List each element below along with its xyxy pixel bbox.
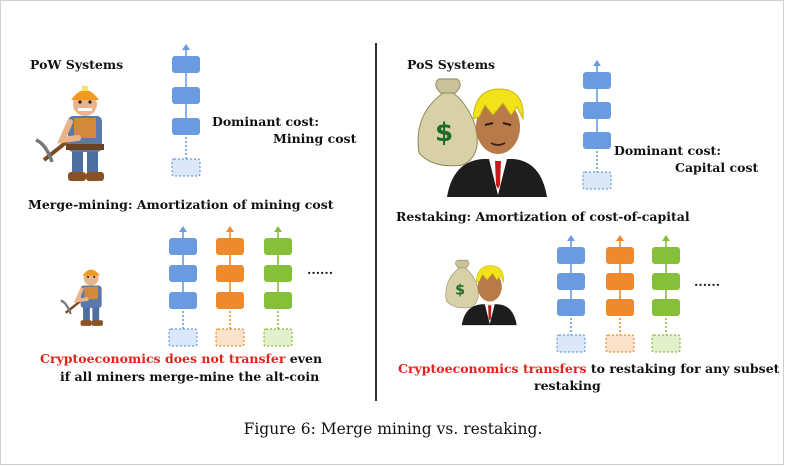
block bbox=[583, 132, 611, 149]
pos-main-chain bbox=[582, 60, 612, 190]
left-ellipsis: ...... bbox=[307, 262, 334, 277]
block bbox=[652, 273, 680, 290]
merge-mining-subheading: Merge-mining: Amortization of mining cos… bbox=[28, 197, 334, 212]
panel-divider bbox=[375, 43, 377, 401]
block bbox=[264, 238, 292, 255]
chain-arrow-tip bbox=[662, 235, 670, 241]
figure-caption: Figure 6: Merge mining vs. restaking. bbox=[243, 420, 543, 438]
pos-cost-value: Capital cost bbox=[675, 160, 759, 175]
pending-block bbox=[168, 328, 198, 347]
pos-heading: PoS Systems bbox=[407, 57, 496, 72]
pow-conclusion-highlight: Cryptoeconomics does not transfer bbox=[40, 351, 286, 366]
pending-block bbox=[171, 158, 201, 177]
chain-arrow-tip bbox=[616, 235, 624, 241]
svg-text:$: $ bbox=[455, 282, 465, 298]
restake-chain-blue bbox=[556, 235, 586, 353]
chain-arrow-tip bbox=[567, 235, 575, 241]
merge-chain-orange bbox=[215, 226, 245, 347]
pow-conclusion-rest: even bbox=[285, 351, 323, 366]
pos-cost-label: Dominant cost: bbox=[614, 143, 721, 158]
restake-chain-green bbox=[651, 235, 681, 353]
pending-block bbox=[651, 334, 681, 353]
block bbox=[606, 299, 634, 316]
capitalist-icon: $ bbox=[417, 78, 547, 197]
right-ellipsis: ...... bbox=[694, 274, 721, 289]
small-miner-icon bbox=[60, 269, 103, 326]
pow-cost-label: Dominant cost: bbox=[212, 114, 319, 129]
pow-heading: PoW Systems bbox=[30, 57, 124, 72]
pending-block bbox=[263, 328, 293, 347]
merge-chain-green bbox=[263, 226, 293, 347]
block bbox=[557, 299, 585, 316]
pow-main-chain bbox=[171, 44, 201, 177]
pos-conclusion-line2: restaking bbox=[534, 378, 601, 393]
block bbox=[264, 292, 292, 309]
block bbox=[557, 273, 585, 290]
miner-icon bbox=[35, 86, 104, 181]
pow-cost-value: Mining cost bbox=[273, 131, 357, 146]
block bbox=[583, 72, 611, 89]
block bbox=[172, 87, 200, 104]
chain-arrow-tip bbox=[182, 44, 190, 50]
merge-chain-blue bbox=[168, 226, 198, 347]
block bbox=[216, 265, 244, 282]
pos-conclusion-highlight: Cryptoeconomics transfers bbox=[398, 361, 587, 376]
pos-conclusion-line1: Cryptoeconomics transfers to restaking f… bbox=[398, 361, 779, 376]
restake-chain-orange bbox=[605, 235, 635, 353]
pow-conclusion-line1: Cryptoeconomics does not transfer even bbox=[40, 351, 322, 366]
pending-block bbox=[556, 334, 586, 353]
pos-conclusion-rest: to restaking for any subset bbox=[586, 361, 780, 376]
chain-arrow-tip bbox=[226, 226, 234, 232]
chain-arrow-tip bbox=[274, 226, 282, 232]
block bbox=[557, 247, 585, 264]
pow-conclusion-line2: if all miners merge-mine the alt-coin bbox=[60, 369, 320, 384]
chain-arrow-tip bbox=[593, 60, 601, 66]
block bbox=[606, 247, 634, 264]
block bbox=[216, 292, 244, 309]
block bbox=[169, 238, 197, 255]
block bbox=[216, 238, 244, 255]
block bbox=[169, 265, 197, 282]
pending-block bbox=[582, 171, 612, 190]
block bbox=[606, 273, 634, 290]
block bbox=[652, 247, 680, 264]
block bbox=[169, 292, 197, 309]
restaking-subheading: Restaking: Amortization of cost-of-capit… bbox=[396, 209, 690, 224]
block bbox=[172, 118, 200, 135]
svg-text:$: $ bbox=[435, 118, 453, 148]
small-capitalist-icon: $ bbox=[445, 259, 517, 326]
pending-block bbox=[215, 328, 245, 347]
pending-block bbox=[605, 334, 635, 353]
block bbox=[172, 56, 200, 73]
chain-arrow-tip bbox=[179, 226, 187, 232]
block bbox=[583, 102, 611, 119]
block bbox=[652, 299, 680, 316]
block bbox=[264, 265, 292, 282]
